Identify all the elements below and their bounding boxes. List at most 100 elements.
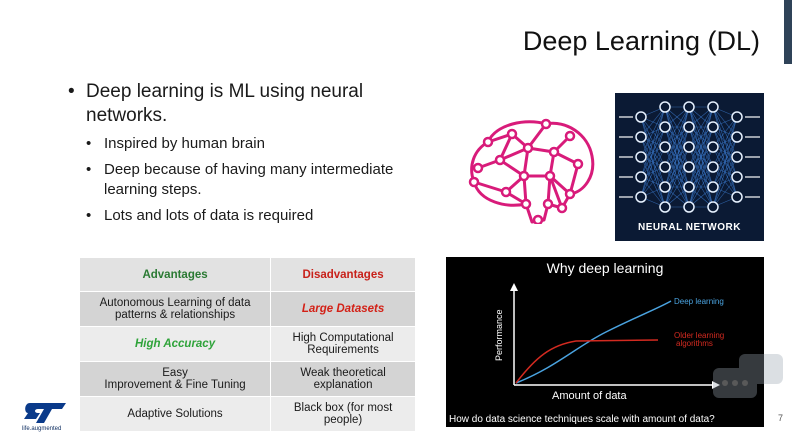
nn-edge [688, 106, 714, 168]
brain-network-icon [468, 118, 595, 224]
chart-caption: How do data science techniques scale wit… [449, 414, 715, 425]
slide-accent-bar [784, 0, 792, 64]
nn-node [683, 121, 695, 133]
x-axis-label: Amount of data [552, 390, 627, 402]
nn-edge [664, 106, 690, 168]
nn-edge [640, 106, 666, 158]
nn-edge [688, 106, 714, 188]
nn-edge [712, 156, 738, 208]
nn-edge [664, 106, 690, 148]
neural-network-label: NEURAL NETWORK [638, 222, 741, 233]
nn-node [731, 111, 743, 123]
y-axis-label: Performance [494, 309, 504, 361]
nn-edge [664, 106, 690, 188]
table-row: Easy Improvement & Fine Tuning Weak theo… [78, 361, 416, 397]
nn-edge [712, 116, 738, 168]
nn-edge [664, 166, 690, 208]
table-header-row: Advantages Disadvantages [78, 257, 416, 292]
nn-node [707, 181, 719, 193]
nn-node [683, 181, 695, 193]
y-axis-arrow [510, 283, 518, 291]
series-label-older-1: Older learning [674, 331, 724, 340]
header-disadvantages: Disadvantages [270, 257, 416, 292]
bullet-sub-3: Lots and lots of data is required [66, 206, 446, 226]
chart-title: Why deep learning [546, 260, 664, 276]
chart-plot: Deep learning Older learning algorithms … [494, 283, 724, 402]
table-row: High Accuracy High Computational Require… [78, 326, 416, 362]
neural-network-diagram [619, 101, 760, 213]
nn-node [707, 141, 719, 153]
nn-node [659, 121, 671, 133]
nn-node [683, 201, 695, 213]
nn-edge [712, 136, 738, 208]
nn-edge [688, 106, 714, 148]
nn-node [731, 191, 743, 203]
nn-node [659, 101, 671, 113]
nn-node [635, 191, 647, 203]
neural-network-image: NEURAL NETWORK [615, 93, 764, 241]
nn-node [707, 161, 719, 173]
nn-edge [640, 106, 666, 178]
st-logo [24, 403, 66, 423]
nn-node [635, 111, 647, 123]
page-number: 7 [778, 413, 784, 423]
bullet-main: Deep learning is ML using neural network… [66, 80, 446, 128]
nn-edge [640, 166, 666, 198]
nn-edge [688, 126, 714, 208]
table-cell-adv-line1: Easy [162, 367, 188, 379]
table-row: Autonomous Learning of data patterns & r… [78, 291, 416, 327]
table-cell-adv: High Accuracy [78, 326, 272, 362]
nn-node [635, 131, 647, 143]
table-cell-adv: Autonomous Learning of data patterns & r… [78, 291, 272, 327]
slide-title: Deep Learning (DL) [522, 26, 760, 56]
nn-node [659, 181, 671, 193]
nn-edge [712, 116, 738, 188]
nn-node [731, 171, 743, 183]
nn-edge [664, 126, 690, 208]
nn-node [635, 171, 647, 183]
bullet-list: Deep learning is ML using neural network… [66, 80, 446, 226]
nn-edge [688, 146, 714, 208]
nn-edge [640, 106, 666, 138]
nn-node [659, 141, 671, 153]
x-axis-arrow [712, 381, 720, 389]
table-cell-adv: Easy Improvement & Fine Tuning [78, 361, 272, 397]
nn-node [707, 101, 719, 113]
nn-edge [712, 116, 738, 148]
nn-node [659, 201, 671, 213]
nn-node [707, 121, 719, 133]
table-cell-dis: Large Datasets [270, 291, 416, 327]
nn-node [731, 151, 743, 163]
table-cell-adv: Adaptive Solutions [78, 396, 272, 432]
nn-edge [664, 146, 690, 208]
bullet-sub-2: Deep because of having many intermediate… [66, 160, 446, 200]
series-label-deep-learning: Deep learning [674, 297, 724, 306]
series-label-older-2: algorithms [676, 339, 713, 348]
table-row: Adaptive Solutions Black box (for most p… [78, 396, 416, 432]
nn-node [731, 131, 743, 143]
why-deep-learning-chart: Deep learning Older learning algorithms … [446, 257, 764, 427]
nn-node [707, 201, 719, 213]
header-advantages: Advantages [78, 257, 272, 292]
older-algorithms-line [515, 339, 659, 384]
bullet-sub-1: Inspired by human brain [66, 134, 446, 154]
nn-node [659, 161, 671, 173]
advantages-table: Advantages Disadvantages Autonomous Lear… [78, 257, 416, 432]
table-cell-dis: Black box (for most people) [270, 396, 416, 432]
nn-node [683, 161, 695, 173]
table-cell-adv-line2: Improvement & Fine Tuning [104, 379, 246, 391]
nn-edge [640, 146, 666, 198]
nn-node [683, 141, 695, 153]
table-cell-dis: High Computational Requirements [270, 326, 416, 362]
deep-learning-line [515, 300, 672, 384]
nn-node [635, 151, 647, 163]
table-cell-dis: Weak theoretical explanation [270, 361, 416, 397]
nn-edge [712, 176, 738, 208]
nn-node [683, 101, 695, 113]
chat-watermark-icon [713, 354, 783, 398]
nn-edge [640, 106, 666, 198]
nn-edge [688, 166, 714, 208]
nn-edge [640, 126, 666, 198]
logo-tagline: life.augmented [22, 426, 62, 432]
nn-edge [712, 116, 738, 208]
